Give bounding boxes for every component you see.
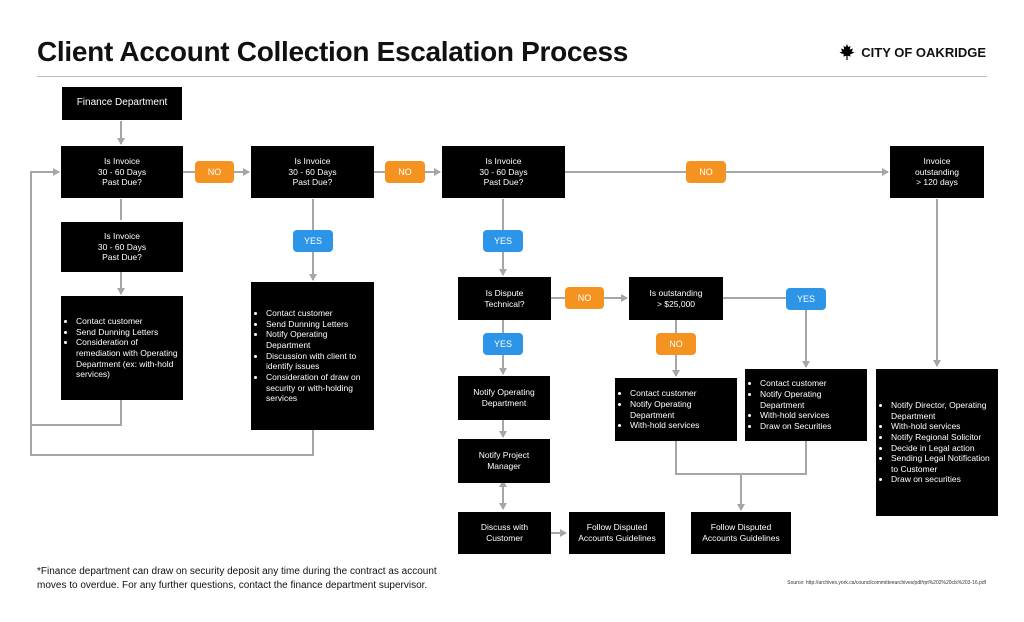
list-item: Consideration of remediation with Operat… (76, 337, 180, 380)
list-item: Sending Legal Notification to Customer (891, 453, 995, 474)
yes-label: YES (483, 230, 523, 252)
title-divider (37, 76, 987, 77)
list-item: Notify Operating Department (630, 399, 734, 420)
list-item: Consideration of draw on security or wit… (266, 372, 371, 404)
list-item: Send Dunning Letters (266, 319, 371, 330)
no-label: NO (195, 161, 234, 183)
list-item: Notify Operating Department (760, 389, 864, 410)
footnote: *Finance department can draw on security… (37, 566, 437, 591)
list-item: Draw on Securities (760, 421, 864, 432)
decision-invoice-over-120-days: Invoice outstanding > 120 days (890, 146, 984, 198)
list-item: Send Dunning Letters (76, 327, 180, 338)
page-title: Client Account Collection Escalation Pro… (37, 36, 629, 67)
list-item: With-hold services (891, 421, 995, 432)
yes-label: YES (293, 230, 333, 252)
action-list-over-25000: Contact customer Notify Operating Depart… (745, 369, 867, 441)
brand-name: CITY OF OAKRIDGE (861, 44, 986, 60)
decision-outstanding-over-25000: Is outstanding > $25,000 (629, 277, 723, 320)
no-label: NO (385, 161, 425, 183)
no-label: NO (656, 333, 696, 355)
brand-logo: CITY OF OAKRIDGE (839, 44, 986, 60)
action-list-stage-1: Contact customer Send Dunning Letters Co… (61, 296, 183, 400)
follow-disputed-guidelines-node-1: Follow Disputed Accounts Guidelines (569, 512, 665, 554)
action-list-under-25000: Contact customer Notify Operating Depart… (615, 378, 737, 441)
list-item: Contact customer (76, 316, 180, 327)
list-item: With-hold services (630, 420, 734, 431)
list-item: Discussion with client to identify issue… (266, 351, 371, 372)
decision-invoice-30-60-first: Is Invoice 30 - 60 Days Past Due? (61, 146, 183, 198)
decision-dispute-technical: Is Dispute Technical? (458, 277, 551, 320)
follow-disputed-guidelines-node-2: Follow Disputed Accounts Guidelines (691, 512, 791, 554)
yes-label: YES (786, 288, 826, 310)
decision-invoice-30-60-third: Is Invoice 30 - 60 Days Past Due? (442, 146, 565, 198)
action-list-stage-2: Contact customer Send Dunning Letters No… (251, 282, 374, 430)
notify-operating-department-node: Notify Operating Department (458, 376, 550, 420)
action-list-over-120-days: Notify Director, Operating Department Wi… (876, 369, 998, 516)
list-item: Contact customer (760, 378, 864, 389)
list-item: Contact customer (266, 308, 371, 319)
decision-invoice-30-60-sub: Is Invoice 30 - 60 Days Past Due? (61, 222, 183, 272)
list-item: Draw on securities (891, 474, 995, 485)
decision-invoice-30-60-second: Is Invoice 30 - 60 Days Past Due? (251, 146, 374, 198)
list-item: Decide in Legal action (891, 443, 995, 454)
list-item: Notify Operating Department (266, 329, 371, 350)
discuss-with-customer-node: Discuss with Customer (458, 512, 551, 554)
list-item: Contact customer (630, 388, 734, 399)
yes-label: YES (483, 333, 523, 355)
finance-department-node: Finance Department (62, 87, 182, 120)
notify-project-manager-node: Notify Project Manager (458, 439, 550, 483)
list-item: Notify Regional Solicitor (891, 432, 995, 443)
no-label: NO (565, 287, 604, 309)
list-item: Notify Director, Operating Department (891, 400, 995, 421)
no-label: NO (686, 161, 726, 183)
source-citation: Source: http://archives.york.ca/councilc… (787, 580, 986, 586)
maple-leaf-icon (839, 44, 855, 60)
list-item: With-hold services (760, 410, 864, 421)
